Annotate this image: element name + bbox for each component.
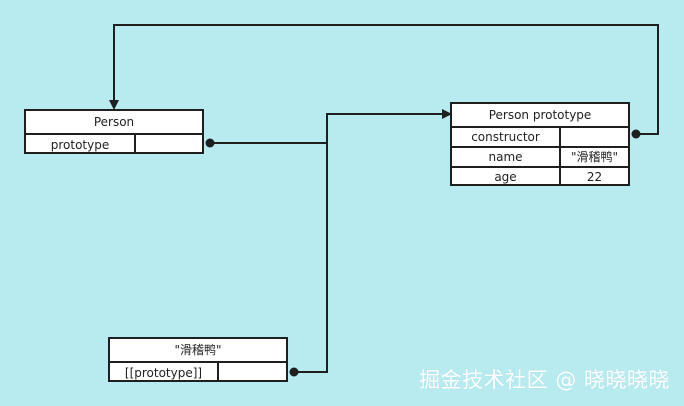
- person-prototype-key: prototype: [50, 137, 110, 152]
- instance-prototype-key: [[prototype]]: [124, 365, 203, 380]
- person-prototype-title-row: Person prototype: [452, 104, 628, 126]
- instance-prototype-row: [[prototype]]: [110, 361, 286, 382]
- constructor-connector-dot: [631, 129, 641, 139]
- constructor-to-person-connector: [109, 24, 659, 135]
- constructor-value: [559, 128, 628, 146]
- person-prototype-constructor-row: constructor: [452, 126, 628, 146]
- person-prototype-age-row: age 22: [452, 166, 628, 186]
- instance-box-title-row: "滑稽鸭": [110, 339, 286, 361]
- person-box-title: Person: [93, 115, 135, 129]
- instance-prototype-connector: [294, 143, 328, 373]
- age-value: 22: [559, 168, 628, 186]
- constructor-key: constructor: [471, 130, 540, 144]
- person-prototype-value: [134, 135, 202, 154]
- instance-prototype-value: [217, 363, 286, 382]
- person-prototype-connector-dot: [205, 138, 215, 148]
- name-value: "滑稽鸭": [559, 148, 628, 166]
- person-box: Person prototype: [24, 109, 204, 154]
- instance-box-title: "滑稽鸭": [174, 343, 222, 357]
- person-prototype-box: Person prototype constructor name "滑稽鸭" …: [450, 102, 630, 186]
- person-prototype-title: Person prototype: [488, 108, 592, 122]
- watermark-text: 掘金技术社区 @ 晓晓晓晓: [419, 368, 670, 392]
- name-key: name: [488, 150, 523, 164]
- instance-box: "滑稽鸭" [[prototype]]: [108, 337, 288, 382]
- person-prototype-connector: [210, 109, 452, 144]
- instance-prototype-connector-dot: [289, 367, 299, 377]
- person-box-prototype-row: prototype: [26, 133, 202, 154]
- person-prototype-name-row: name "滑稽鸭": [452, 146, 628, 166]
- person-box-title-row: Person: [26, 111, 202, 133]
- age-key: age: [494, 170, 517, 184]
